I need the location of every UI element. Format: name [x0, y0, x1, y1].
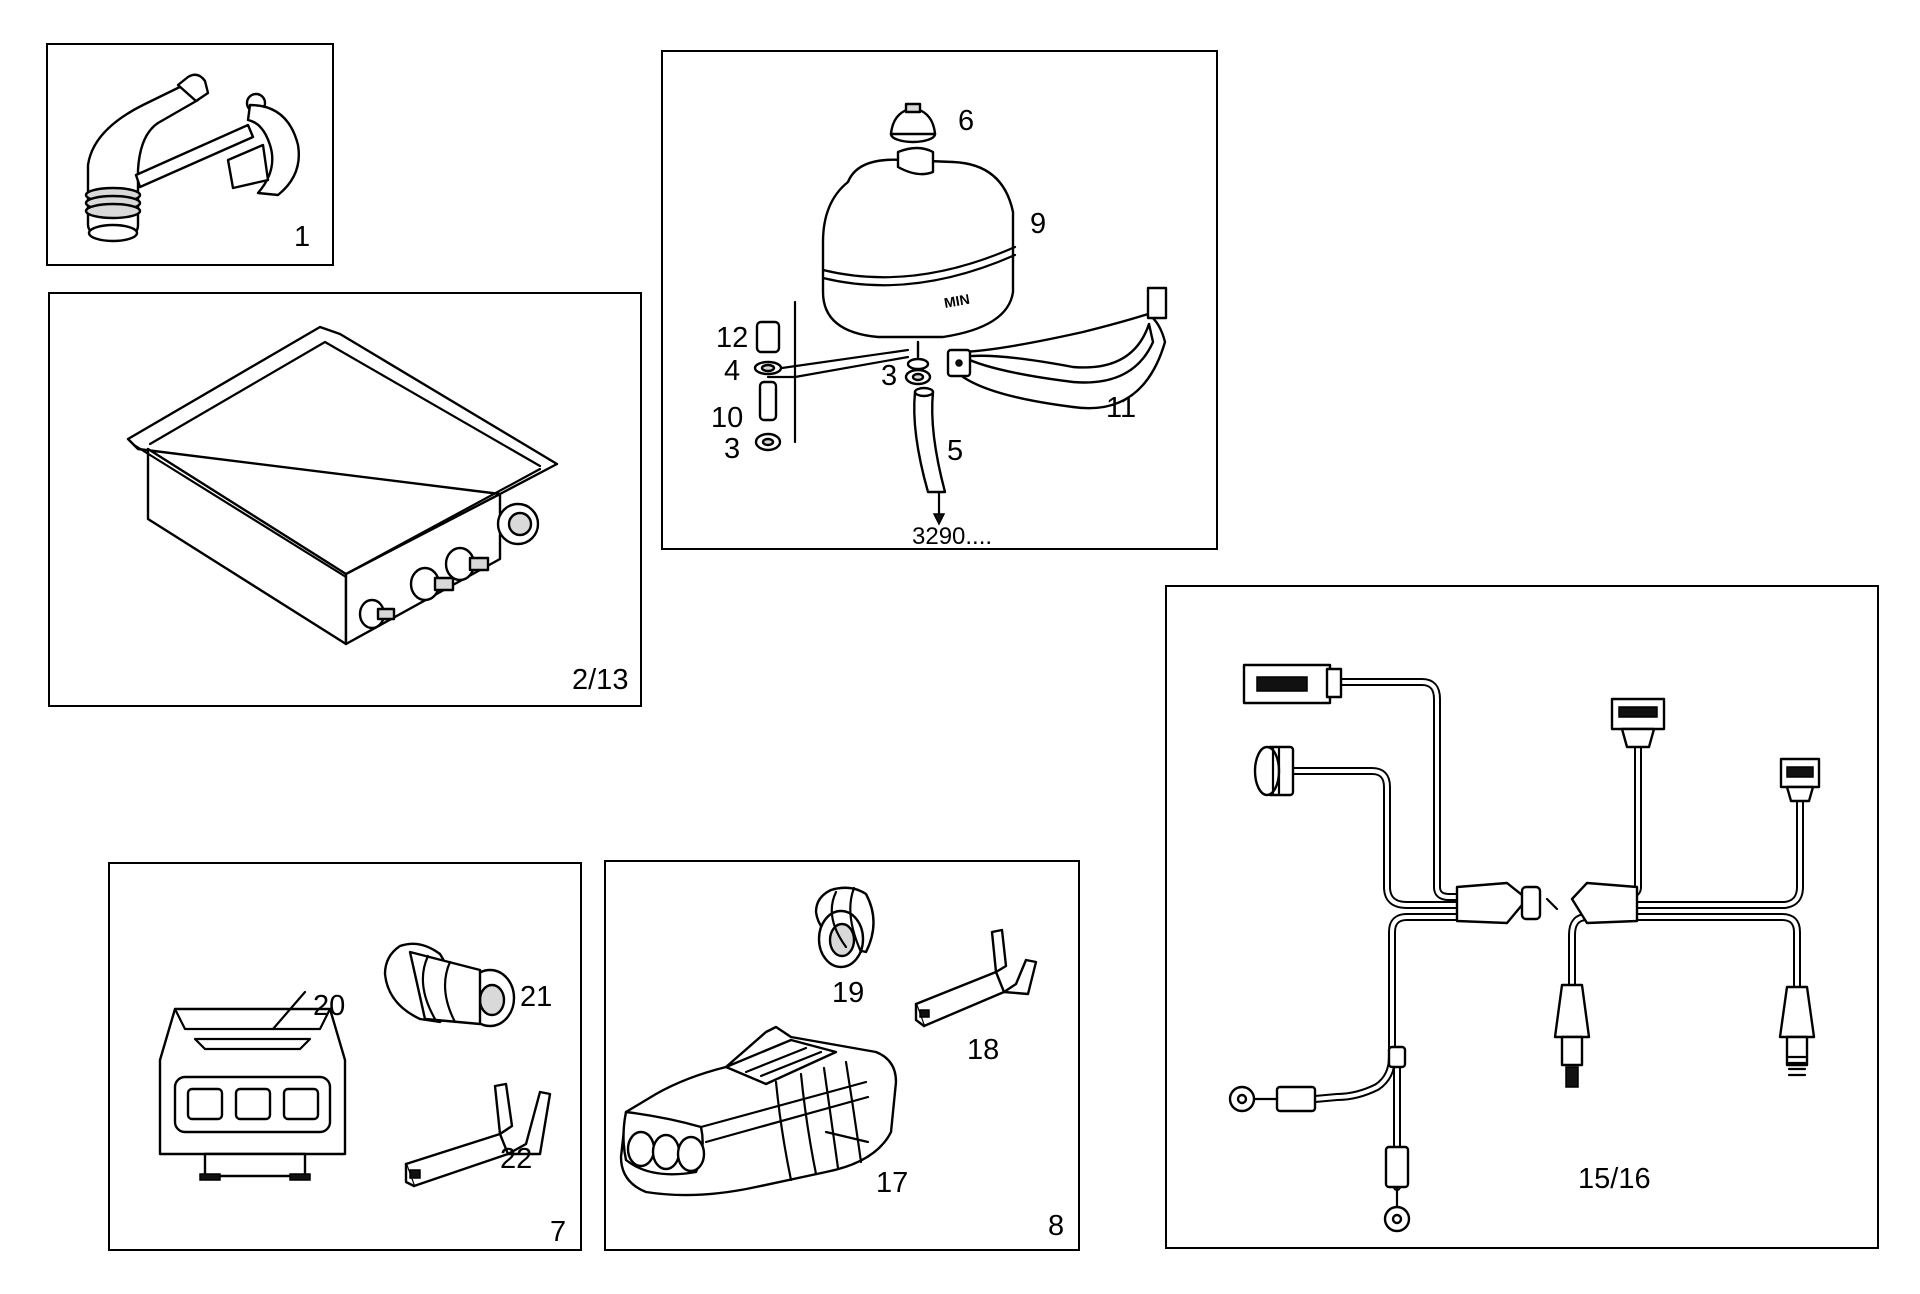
- item-18-terminal: [914, 928, 1038, 1028]
- control-box-drawing: [126, 325, 559, 646]
- harness-wires: [1283, 678, 1804, 1191]
- part-label-20: 20: [313, 990, 346, 1022]
- part-label-3290: 3290....: [912, 523, 993, 550]
- item-4-washer: [753, 360, 783, 376]
- part-label-4: 4: [724, 355, 741, 387]
- part-label-2-13: 2/13: [572, 664, 629, 696]
- part-label-17: 17: [876, 1167, 909, 1199]
- tank-cap: [889, 102, 937, 144]
- part-label-1: 1: [294, 221, 311, 253]
- part-label-12: 12: [716, 322, 749, 354]
- part-label-11: 11: [1106, 392, 1137, 424]
- item-12-sleeve: [755, 320, 781, 354]
- part-label-22: 22: [500, 1143, 533, 1175]
- part-label-21: 21: [520, 981, 553, 1013]
- item-3-nut: [754, 432, 782, 452]
- splice-sleeve-left: [1455, 881, 1559, 925]
- item-3-nut-upper: [904, 368, 932, 386]
- connector-knob-4: [496, 502, 540, 546]
- ring-terminal-left: [1228, 1085, 1317, 1113]
- item-10-valve: [758, 380, 778, 422]
- terminal-right-bottom: [1778, 985, 1816, 1077]
- part-label-19: 19: [832, 977, 865, 1009]
- part-label-6: 6: [958, 105, 975, 137]
- tank-min-mark: MIN: [943, 291, 971, 311]
- connector-flat-plug: [1242, 663, 1343, 705]
- connector-top-right: [1779, 757, 1821, 803]
- part-label-15-16: 15/16: [1578, 1163, 1651, 1195]
- item-17-connector: [619, 1025, 898, 1197]
- connector-round-plug: [1253, 745, 1295, 797]
- panel-part-8: 19 18 17 8: [604, 860, 1080, 1251]
- connector-knob-2: [409, 566, 455, 602]
- splice-sleeve-right: [1570, 881, 1639, 925]
- part-label-18: 18: [967, 1034, 1000, 1066]
- expansion-tank-drawing: MIN: [753, 102, 1168, 526]
- part-label-9: 9: [1030, 208, 1047, 240]
- panel-part-2-13: 2/13: [48, 292, 642, 707]
- panel-wiring-harness: 15/16: [1165, 585, 1879, 1249]
- part-label-5: 5: [947, 435, 964, 467]
- part-label-10: 10: [711, 402, 744, 434]
- panel-part-1: 1: [46, 43, 334, 266]
- connector-8-drawing: [619, 886, 1038, 1197]
- terminal-left-bottom: [1553, 983, 1591, 1088]
- elbow-hose-drawing: [84, 73, 300, 243]
- wiring-harness-drawing: [1228, 663, 1821, 1233]
- connector-knob-3: [444, 546, 490, 582]
- connector-7-drawing: [158, 942, 552, 1188]
- panel-expansion-tank: MIN 6 9 12 4 10: [661, 50, 1218, 550]
- panel-part-7: 20 21 22 7: [108, 862, 582, 1251]
- part-label-8: 8: [1048, 1210, 1065, 1242]
- item-21-seal: [383, 942, 516, 1028]
- item-22-terminal: [404, 1082, 552, 1188]
- part-label-7: 7: [550, 1216, 567, 1248]
- connector-top-center: [1610, 697, 1666, 749]
- item-19-seal: [814, 886, 875, 969]
- part-label-3-lower: 3: [724, 433, 741, 465]
- part-label-3-upper: 3: [881, 360, 898, 392]
- connector-knob-1: [358, 598, 396, 630]
- item-20-connector-housing: [158, 990, 347, 1181]
- ring-terminal-bottom: [1383, 1045, 1411, 1233]
